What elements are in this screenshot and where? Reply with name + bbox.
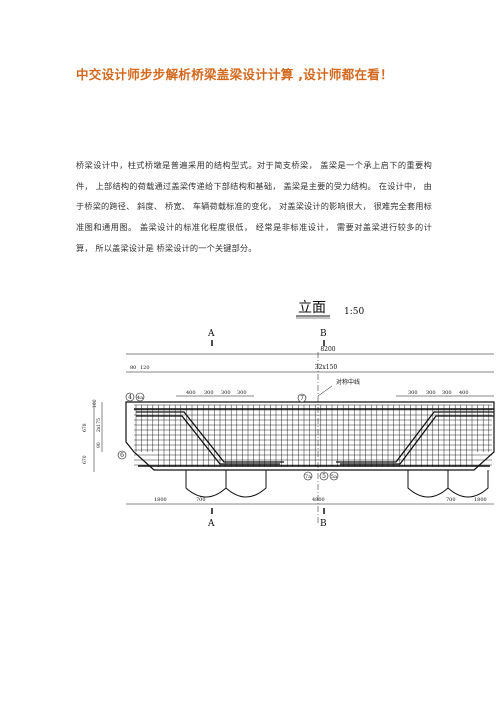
dim-vertical-0: 100 [92, 399, 98, 408]
dim-spacing: 32x150 [315, 364, 338, 371]
dim-bottom-4: 1800 [474, 497, 487, 503]
dim-top-left-0: 400 [186, 390, 196, 396]
column-left [185, 470, 267, 498]
drawing-title: 立面 [298, 300, 326, 316]
dim-vertical-3: 678 [82, 423, 88, 432]
bar-label-5a: 5a [331, 474, 337, 480]
bar-label-7a: 7a [305, 474, 311, 480]
bar-label-5: 5 [322, 473, 326, 480]
article-title: 中交设计师步步解析桥梁盖梁设计计算 ,设计师都在看！ [76, 67, 393, 82]
dim-bottom-0: 1800 [154, 497, 167, 503]
dim-top-left-3: 300 [237, 390, 247, 396]
centerline-label: 对称中线 [336, 378, 360, 386]
dim-vertical-1: 2x175 [96, 418, 102, 432]
bar-label-6: 6 [120, 452, 124, 459]
dim-bottom-1: 700 [196, 497, 206, 503]
dim-left-small2: 120 [140, 365, 150, 371]
column-right [407, 470, 489, 498]
dim-top-right-0: 300 [408, 390, 418, 396]
dim-total: 8200 [320, 346, 335, 353]
dim-vertical-2: 90 [96, 442, 102, 448]
dim-top-left-2: 300 [221, 390, 231, 396]
drawing-scale: 1:50 [344, 307, 364, 317]
dim-left-small: 80 [130, 365, 136, 371]
bar-label-4: 4 [128, 394, 132, 401]
dim-top-right-2: 300 [442, 390, 452, 396]
dim-bottom-2: 4800 [312, 497, 325, 503]
rebar-grid [134, 404, 492, 467]
section-b-top: B [320, 329, 327, 339]
section-b-bottom: B [320, 519, 327, 529]
dim-vertical-4: 670 [82, 455, 88, 464]
cap-beam-elevation-drawing: 立面 1:50 A B 8200 80 120 32x150 400 300 3… [82, 300, 495, 529]
beam-outline [125, 401, 495, 471]
bar-label-7: 7 [300, 395, 304, 402]
bar-label-4a: 4a [137, 395, 143, 401]
section-a-bottom: A [207, 519, 215, 529]
dim-top-left-1: 300 [204, 390, 214, 396]
dim-top-right-1: 300 [426, 390, 436, 396]
dim-top-right-3: 400 [459, 390, 469, 396]
article-body: 桥梁设计中，柱式桥墩是普遍采用的结构型式。对于简支桥梁， 盖梁是一个承上启下的重… [76, 160, 432, 253]
dim-bottom-3: 700 [446, 497, 456, 503]
section-a-top: A [207, 329, 215, 339]
